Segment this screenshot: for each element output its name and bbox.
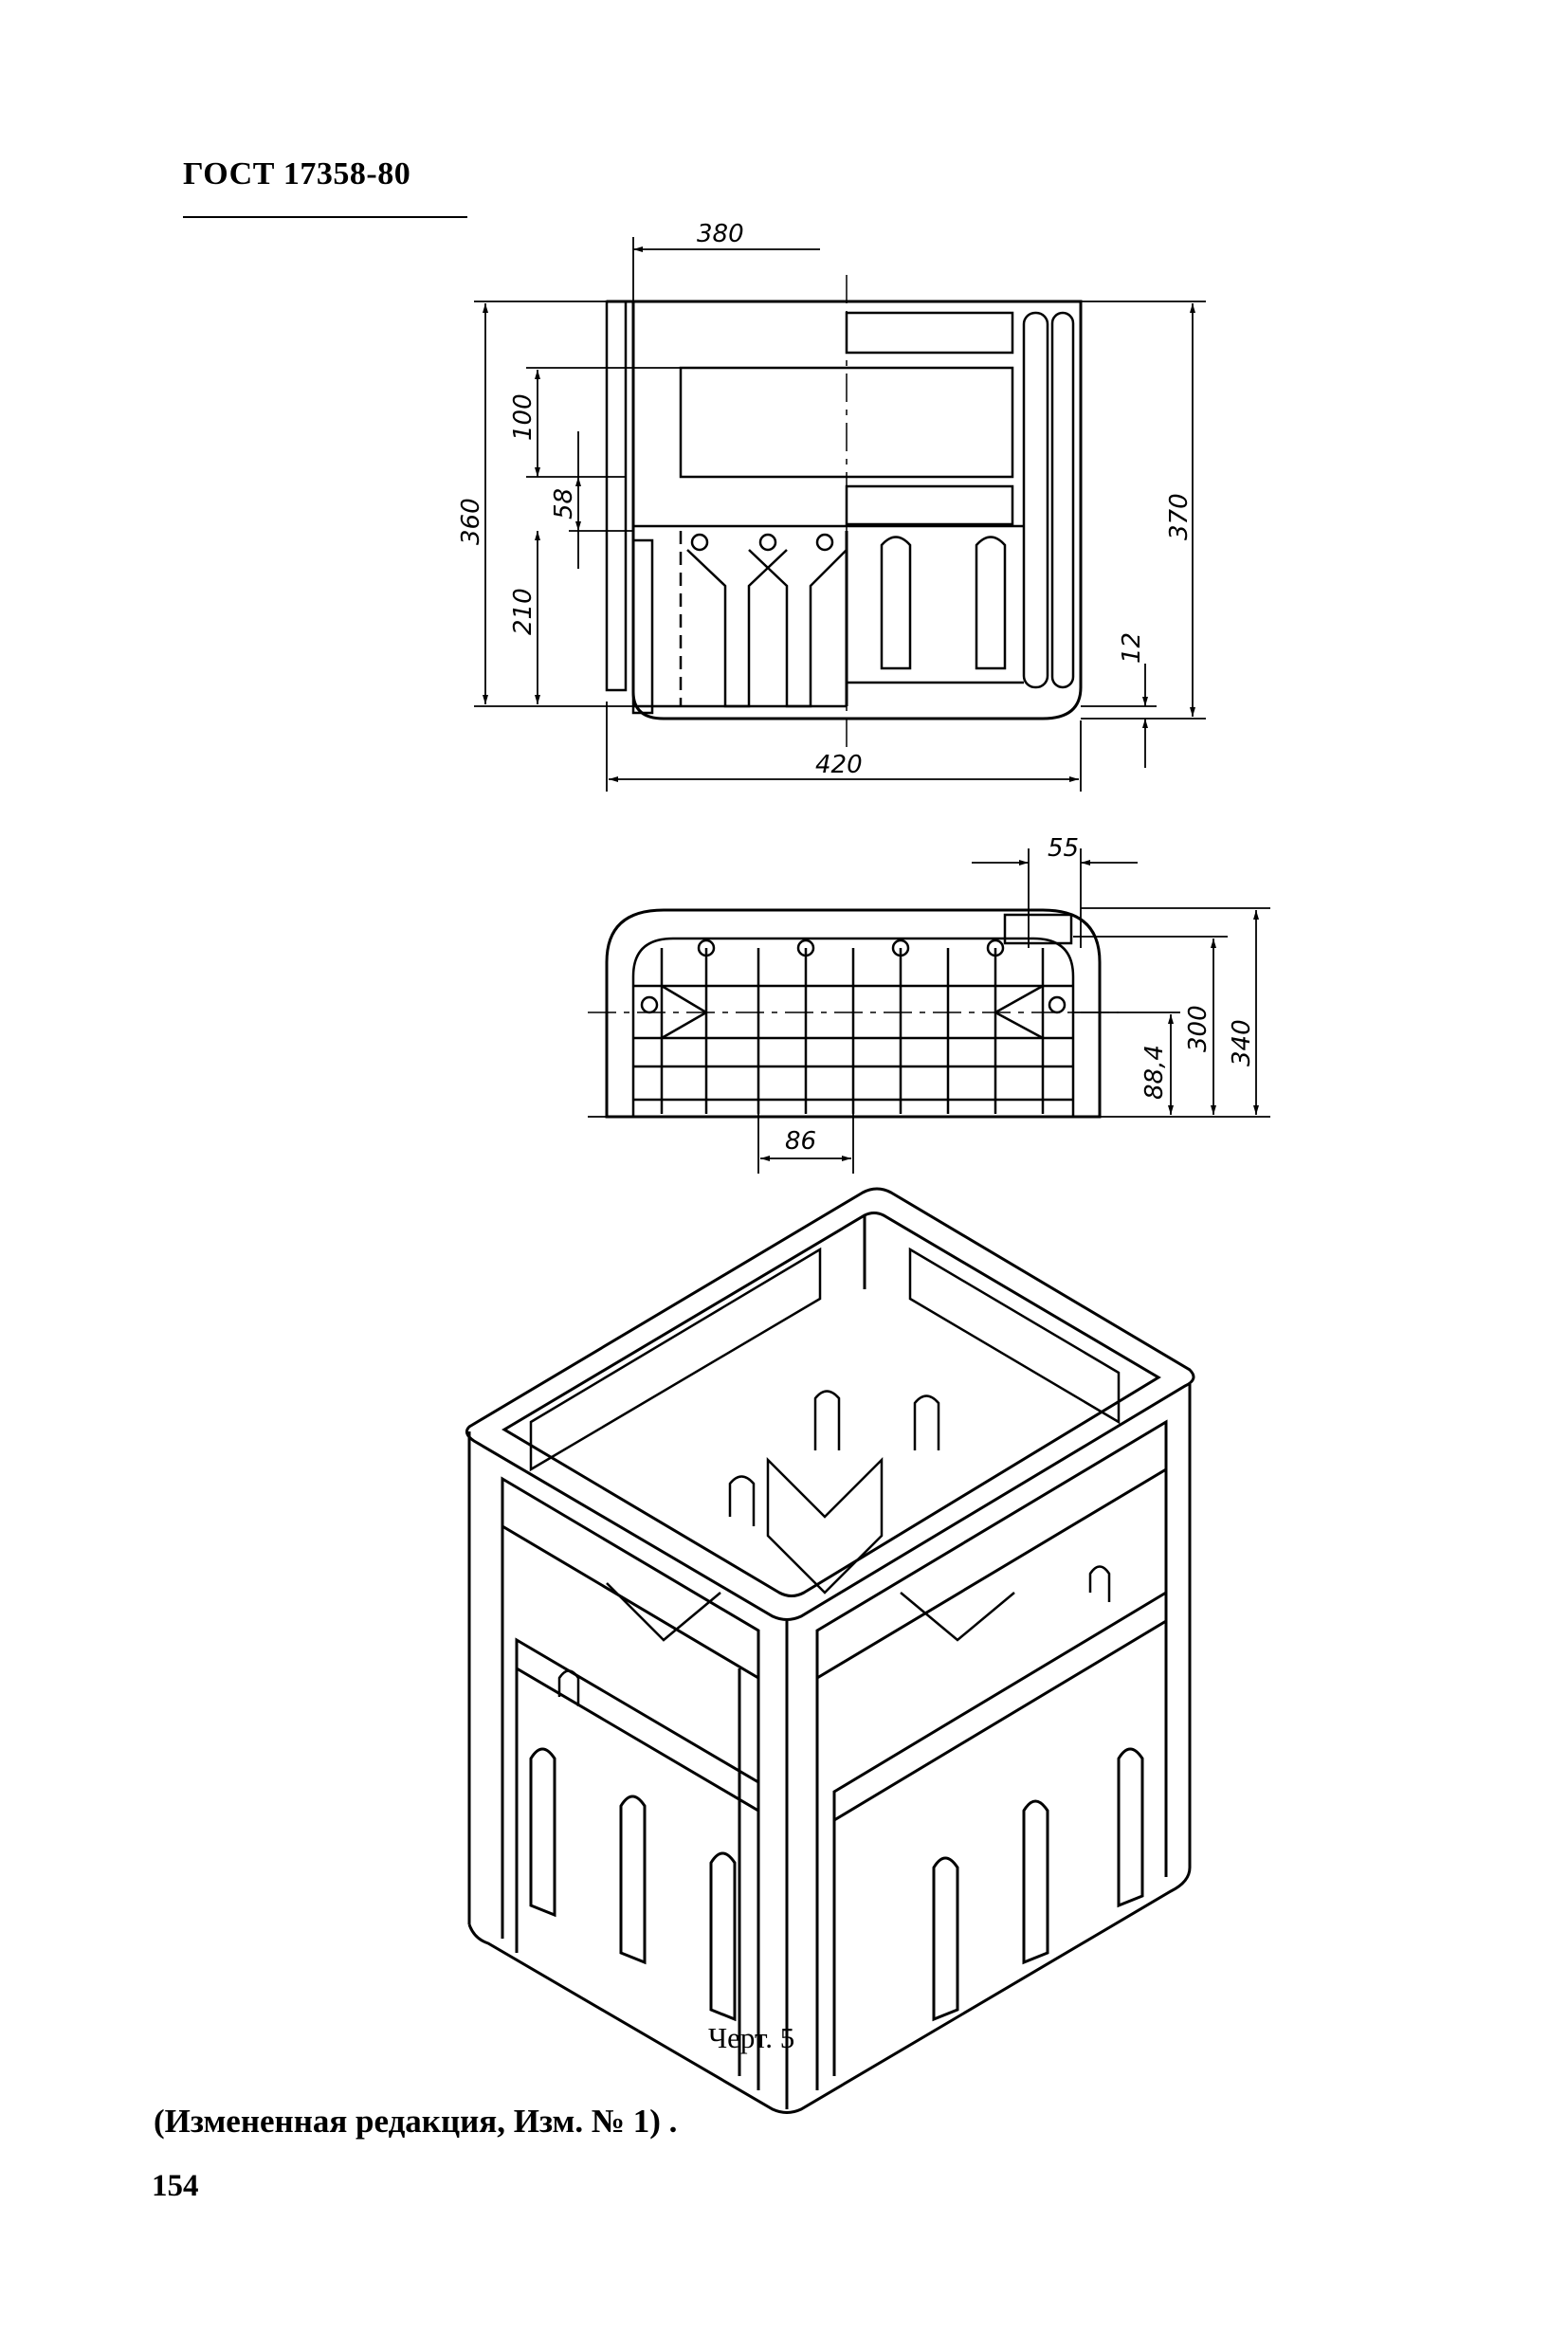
dim-420: 420: [815, 751, 863, 779]
document-header: ГОСТ 17358-80: [183, 156, 411, 191]
dim-58: 58: [550, 488, 578, 519]
dim-86: 86: [785, 1127, 816, 1156]
page-number: 154: [152, 2169, 199, 2203]
dim-100: 100: [509, 393, 538, 441]
dim-380: 380: [697, 220, 744, 248]
figure-caption: Черт. 5: [708, 2021, 795, 2054]
front-view: [607, 275, 1081, 749]
amendment-note: (Измененная редакция, Изм. № 1) .: [154, 2103, 678, 2140]
dim-12: 12: [1118, 632, 1146, 664]
dim-360: 360: [457, 498, 485, 545]
isometric-view: [466, 1189, 1194, 2113]
dim-210: 210: [509, 588, 538, 635]
dim-340: 340: [1228, 1019, 1256, 1066]
dim-370: 370: [1165, 493, 1194, 540]
dim-300: 300: [1184, 1005, 1212, 1052]
dim-88-4: 88,4: [1140, 1045, 1169, 1100]
dim-55: 55: [1048, 834, 1079, 863]
header-rule: [183, 216, 467, 218]
